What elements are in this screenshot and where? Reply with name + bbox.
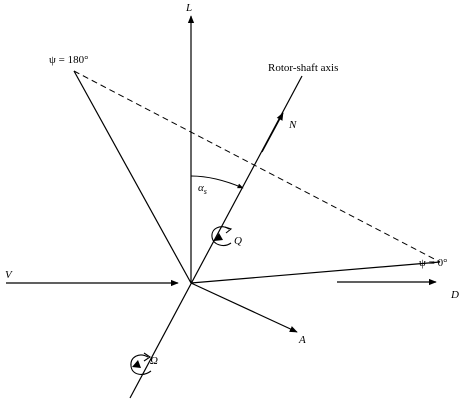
velocity-label: V [5,269,13,281]
psi-180-label: ψ = 180° [49,54,89,66]
drag-label: D [450,289,459,301]
rotor-shaft-axis-label: Rotor-shaft axis [268,62,338,74]
tip-path-plane-dashed-line [73,70,441,263]
alpha-s-label: αs [198,182,207,196]
rotor-shaft-axis-line [129,75,303,399]
lift-axis-label: L [185,2,192,14]
rotor-speed-omega-label: Ω [150,355,158,367]
alpha-s-arc [190,175,244,189]
blade-line-psi-0 [190,261,441,284]
normal-force-arrow [261,112,284,153]
a-force-arrow [190,282,298,333]
a-force-label: A [298,334,306,346]
blade-line-psi-180 [73,70,192,284]
torque-q-label: Q [234,235,242,247]
normal-force-label: N [288,119,297,131]
torque-q-rotation-icon [211,226,233,246]
rotor-speed-omega-rotation-icon [130,352,152,375]
psi-0-label: ψ = 0° [419,257,448,269]
